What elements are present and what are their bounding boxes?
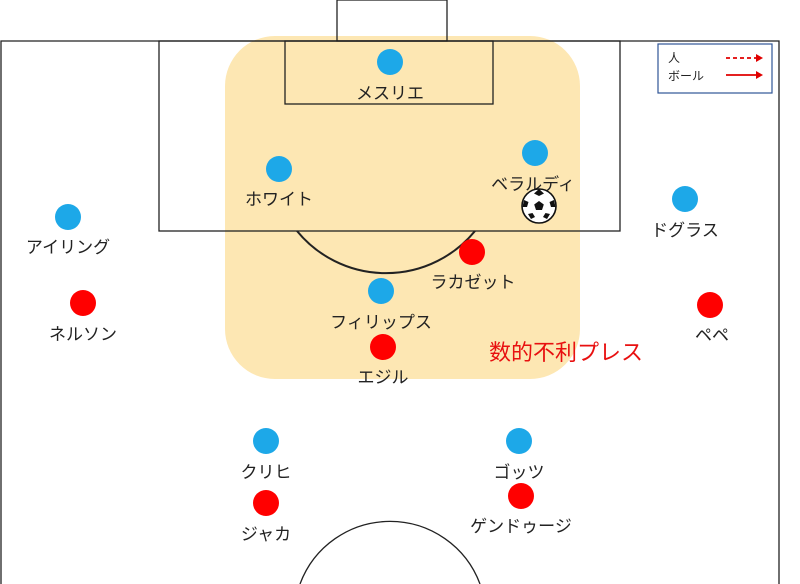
blue-player-name: ホワイト bbox=[245, 190, 313, 210]
press-annotation: 数的不利プレス bbox=[489, 341, 643, 366]
legend-person-arrowhead bbox=[756, 54, 763, 62]
penalty-arc bbox=[296, 230, 476, 275]
blue-player-marker bbox=[377, 49, 403, 75]
red-player-name: エジル bbox=[358, 368, 409, 388]
red-player-marker bbox=[70, 290, 96, 316]
blue-player-marker bbox=[253, 428, 279, 454]
blue-player-marker bbox=[522, 140, 548, 166]
red-player-marker bbox=[697, 292, 723, 318]
blue-player-name: クリヒ bbox=[241, 463, 292, 483]
red-player-name: ゲンドゥージ bbox=[470, 517, 572, 537]
pitch-markings bbox=[0, 0, 780, 584]
legend-person-label: 人 bbox=[668, 51, 680, 65]
red-player-marker bbox=[459, 239, 485, 265]
legend-box bbox=[657, 43, 773, 94]
legend-ball-label: ボール bbox=[668, 69, 704, 83]
press-zone-highlight bbox=[225, 36, 580, 379]
red-player-name: ペペ bbox=[695, 326, 729, 346]
red-player-marker bbox=[370, 334, 396, 360]
soccer-ball-icon bbox=[521, 188, 557, 224]
center-circle bbox=[299, 520, 481, 584]
blue-player-marker bbox=[506, 428, 532, 454]
blue-player-name: ドグラス bbox=[651, 221, 719, 241]
red-player-name: ラカゼット bbox=[431, 273, 516, 293]
blue-player-name: メスリエ bbox=[356, 84, 424, 104]
blue-player-marker bbox=[672, 186, 698, 212]
blue-player-marker bbox=[55, 204, 81, 230]
blue-player-name: ゴッツ bbox=[494, 462, 545, 483]
blue-player-marker bbox=[368, 278, 394, 304]
red-player-marker bbox=[253, 490, 279, 516]
red-player-marker bbox=[508, 483, 534, 509]
red-player-name: ネルソン bbox=[49, 325, 117, 345]
legend-ball-arrowhead bbox=[756, 71, 763, 79]
blue-player-name: アイリング bbox=[26, 238, 110, 258]
goal bbox=[336, 0, 448, 42]
red-player-name: ジャカ bbox=[241, 525, 291, 545]
blue-player-name: ベラルディ bbox=[491, 174, 575, 195]
blue-player-name: フィリップス bbox=[330, 313, 432, 333]
legend: 人 ボール bbox=[657, 43, 773, 94]
goal-area bbox=[284, 40, 494, 105]
blue-player-marker bbox=[266, 156, 292, 182]
